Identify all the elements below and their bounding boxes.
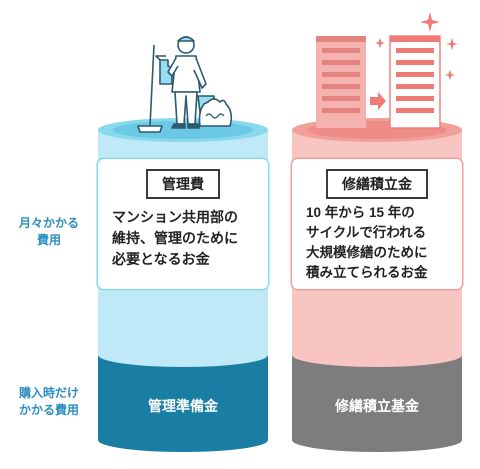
management-reserve-label: 管理準備金 [148,398,218,414]
repair-reserve-description: 10 年から 15 年の サイクルで行われる 大規模修繕のために 積み立てられる… [306,205,428,280]
purchase-cost-label: 購入時だけ かかる費用 [18,386,79,417]
sparkle-icon [375,12,458,80]
management-fee-card: 管理費 マンション共用部の 維持、管理のために 必要となるお金 [98,159,268,289]
management-fee-description: マンション共用部の 維持、管理のために 必要となるお金 [112,209,238,267]
management-fee-title: 管理費 [146,169,220,199]
repair-reserve-card: 修繕積立金 10 年から 15 年の サイクルで行われる 大規模修繕のために 積… [292,159,462,289]
repair-reserve-fund-label: 修繕積立基金 [335,398,419,414]
building-renovation-icon [316,12,458,129]
janitor-icon [137,36,233,133]
repair-reserve-title: 修繕積立金 [326,169,428,199]
monthly-cost-label: 月々かかる 費用 [18,216,79,247]
